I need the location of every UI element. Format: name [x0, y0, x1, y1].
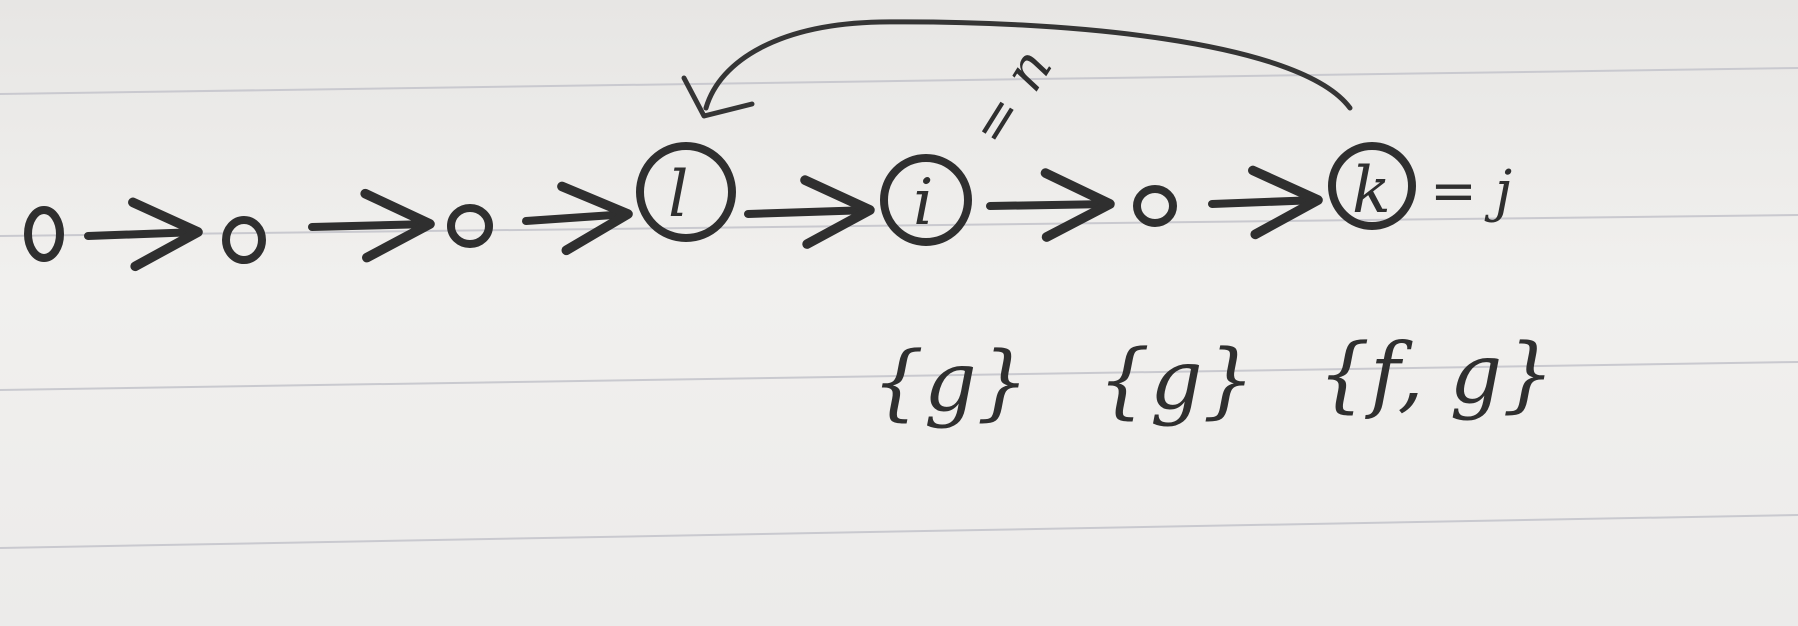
node-k-circle [1328, 142, 1416, 230]
ruled-line [0, 514, 1798, 549]
node-3 [447, 204, 493, 248]
edge-n6-k [1208, 165, 1323, 240]
ruled-line [0, 361, 1798, 391]
node-1 [24, 206, 64, 262]
edge-k-l-back [703, 19, 1353, 111]
node-2 [222, 216, 266, 264]
edge-l-i [744, 175, 875, 249]
node-l-circle [636, 142, 736, 242]
edge-n2-n3 [308, 188, 435, 263]
edge-n1-n2 [84, 197, 203, 272]
node-i-circle [880, 154, 972, 246]
node-k-annotation: = j [1430, 159, 1512, 224]
edge-k-l-arrowhead [681, 75, 755, 119]
ruled-lines [0, 67, 1798, 549]
node-i-label: i [913, 166, 933, 240]
ruled-line [0, 214, 1798, 237]
edge-n3-l [522, 181, 633, 256]
edge-i-n6 [986, 168, 1115, 242]
set-label-i: {g} [872, 335, 1029, 430]
node-k-label: k [1352, 154, 1391, 228]
ruled-line [0, 67, 1798, 95]
set-label-n6: {g} [1098, 333, 1255, 428]
node-l-label: l [668, 158, 688, 232]
node-i-annotation: = n [957, 37, 1066, 157]
set-label-k: {f, g} [1318, 327, 1554, 422]
node-6 [1133, 185, 1177, 227]
